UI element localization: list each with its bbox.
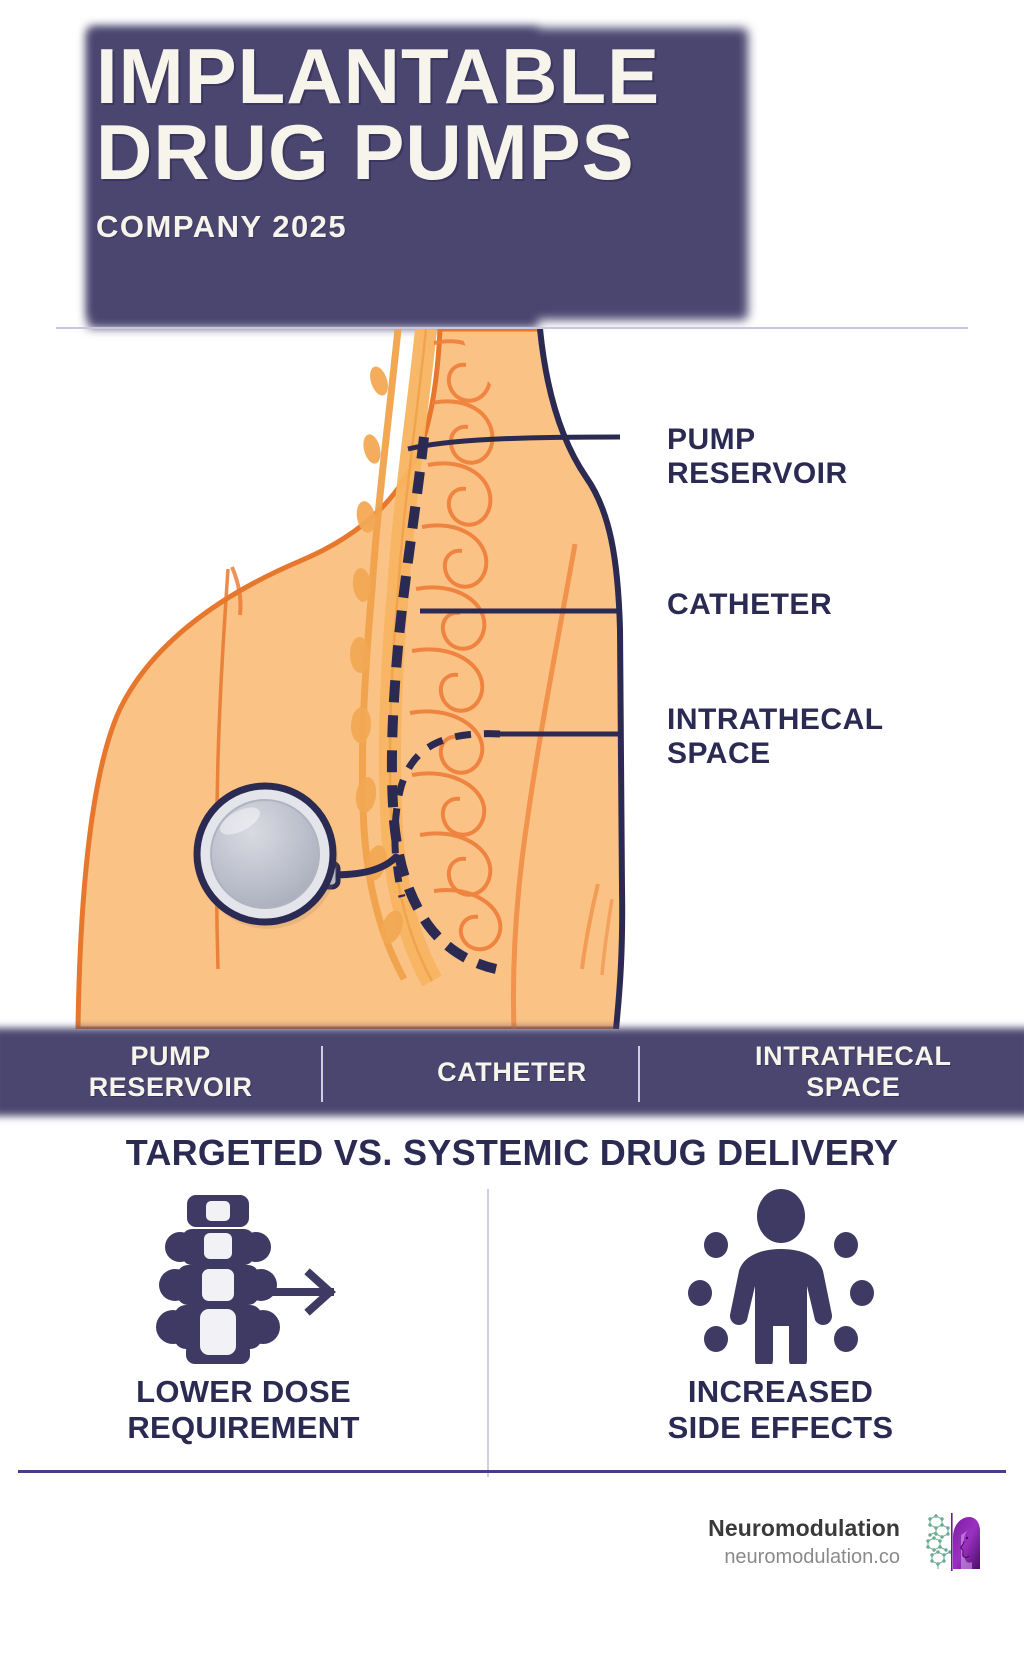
page-title: IMPLANTABLE DRUG PUMPS COMPANY 2025 bbox=[96, 32, 796, 245]
category-band: PUMP RESERVOIR CATHETER INTRATHECAL SPAC… bbox=[0, 1028, 1024, 1116]
systemic-label-line-2: SIDE EFFECTS bbox=[667, 1409, 894, 1445]
header-subtitle: COMPANY 2025 bbox=[96, 208, 348, 244]
anatomy-illustration bbox=[0, 329, 1024, 1029]
header-divider-rule bbox=[56, 327, 968, 329]
band-divider-1 bbox=[321, 1046, 323, 1102]
intrathecal-space-marker bbox=[391, 730, 501, 898]
callout-pump-line-2: RESERVOIR bbox=[667, 456, 848, 490]
footer-brand-name: Neuromodulation bbox=[708, 1515, 900, 1541]
callout-leader-lines bbox=[407, 434, 621, 737]
header-background-extension bbox=[88, 28, 538, 328]
band-item-intrathecal-line-2: SPACE bbox=[806, 1072, 901, 1102]
comparison-column-targeted: LOWER DOSE REQUIREMENT bbox=[0, 1186, 487, 1445]
title-line-1: IMPLANTABLE bbox=[96, 32, 661, 120]
footer: Neuromodulation neuromodulation.co bbox=[0, 1473, 1024, 1666]
footer-branding: Neuromodulation neuromodulation.co bbox=[708, 1511, 980, 1573]
head-profile-molecule-logo bbox=[918, 1511, 980, 1573]
band-item-catheter: CATHETER bbox=[341, 1057, 682, 1088]
band-item-intrathecal-line-1: INTRATHECAL bbox=[755, 1041, 952, 1072]
comparison-label-systemic: INCREASED SIDE EFFECTS bbox=[537, 1374, 1024, 1445]
callout-intrathecal-line-2: SPACE bbox=[667, 736, 771, 770]
band-item-pump-reservoir: PUMP RESERVOIR bbox=[0, 1041, 341, 1103]
systemic-label-line-1: INCREASED bbox=[687, 1374, 874, 1409]
band-item-pump-line-1: PUMP bbox=[130, 1041, 211, 1072]
comparison-section: TARGETED VS. SYSTEMIC DRUG DELIVERY bbox=[0, 1116, 1024, 1477]
category-band-items: PUMP RESERVOIR CATHETER INTRATHECAL SPAC… bbox=[0, 1028, 1024, 1116]
callout-pump-line-1: PUMP bbox=[667, 423, 756, 456]
footer-divider-rule bbox=[18, 1470, 1006, 1473]
targeted-label-line-1: LOWER DOSE bbox=[136, 1374, 351, 1409]
leader-line-pump bbox=[407, 434, 621, 452]
targeted-label-line-2: REQUIREMENT bbox=[127, 1409, 360, 1445]
catheter-line bbox=[386, 436, 498, 974]
callout-catheter: CATHETER bbox=[667, 588, 832, 622]
band-divider-2 bbox=[638, 1046, 640, 1102]
person-with-dots-icon bbox=[537, 1186, 1024, 1366]
comparison-divider bbox=[487, 1189, 489, 1477]
band-item-pump-line-2: RESERVOIR bbox=[88, 1072, 253, 1102]
header-banner: IMPLANTABLE DRUG PUMPS COMPANY 2025 bbox=[0, 0, 1024, 330]
callout-catheter-line-1: CATHETER bbox=[667, 588, 833, 621]
comparison-label-targeted: LOWER DOSE REQUIREMENT bbox=[0, 1374, 487, 1445]
comparison-column-systemic: INCREASED SIDE EFFECTS bbox=[537, 1186, 1024, 1445]
callout-intrathecal-line-1: INTRATHECAL bbox=[667, 703, 884, 736]
band-item-catheter-line-1: CATHETER bbox=[437, 1056, 587, 1087]
torso-body bbox=[75, 329, 626, 1029]
band-item-intrathecal-space: INTRATHECAL SPACE bbox=[683, 1041, 1024, 1103]
spine-with-arrow-icon bbox=[0, 1186, 487, 1366]
callout-intrathecal-space: INTRATHECAL SPACE bbox=[667, 703, 884, 771]
category-band-background bbox=[0, 1028, 1024, 1116]
title-line-2: DRUG PUMPS bbox=[96, 108, 635, 197]
footer-url[interactable]: neuromodulation.co bbox=[724, 1546, 900, 1568]
torso-diagram-svg bbox=[75, 329, 626, 1029]
callout-pump-reservoir: PUMP RESERVOIR bbox=[667, 423, 848, 491]
comparison-title: TARGETED VS. SYSTEMIC DRUG DELIVERY bbox=[125, 1132, 899, 1173]
footer-text-block: Neuromodulation neuromodulation.co bbox=[708, 1515, 900, 1569]
pump-reservoir-device bbox=[193, 782, 400, 929]
